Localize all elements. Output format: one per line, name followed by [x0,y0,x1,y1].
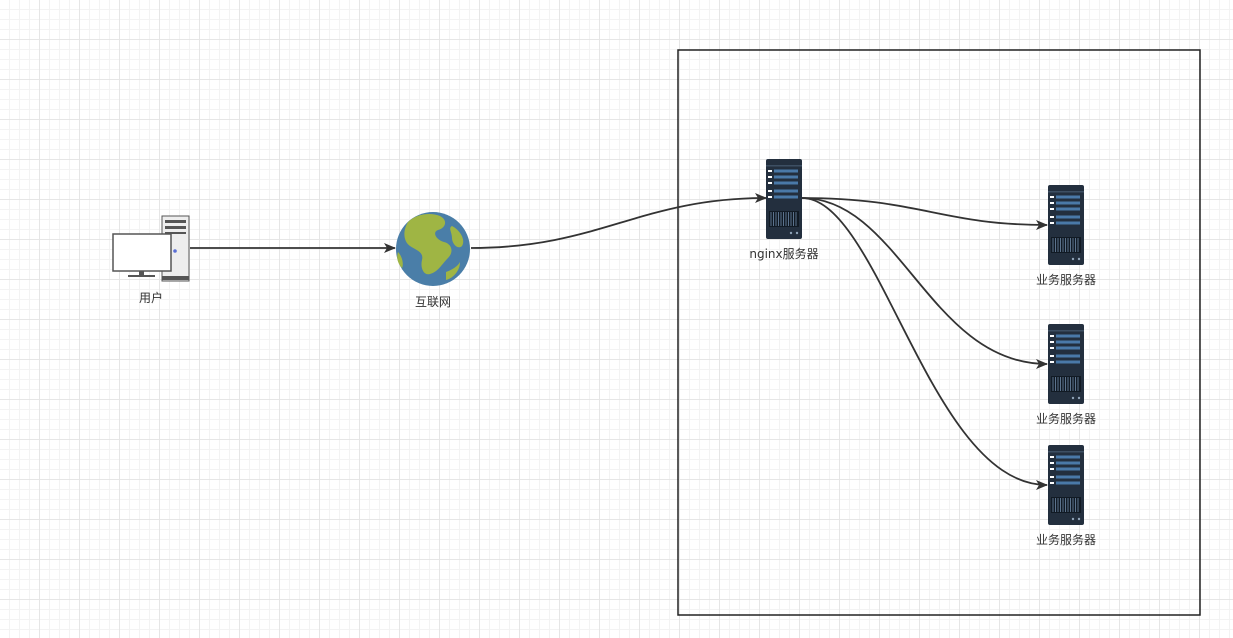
business-server-1-label: 业务服务器 [1036,272,1096,287]
edge-nginx-to-business-3[interactable] [801,197,1048,490]
business-server-3-label: 业务服务器 [1036,532,1096,547]
node-nginx[interactable]: nginx服务器 [749,159,819,261]
user-label: 用户 [139,290,163,305]
edge-nginx-to-business-1[interactable] [801,197,1048,230]
node-business-server-3[interactable]: 业务服务器 [1036,445,1096,547]
globe-icon [396,212,470,286]
server-icon [766,159,802,239]
node-user[interactable]: 用户 [112,215,190,305]
edge-nginx-to-business-2[interactable] [801,197,1048,369]
server-icon [1048,445,1084,525]
server-cluster-container[interactable] [677,49,1201,616]
node-internet[interactable]: 互联网 [396,212,470,309]
node-business-server-2[interactable]: 业务服务器 [1036,324,1096,426]
nginx-label: nginx服务器 [749,246,818,261]
edges [190,193,1048,490]
business-server-2-label: 业务服务器 [1036,411,1096,426]
internet-label: 互联网 [415,295,451,309]
server-icon [1048,324,1084,404]
node-business-server-1[interactable]: 业务服务器 [1036,185,1096,287]
server-icon [1048,185,1084,265]
desktop-computer-icon [112,215,190,282]
edge-internet-to-nginx[interactable] [470,193,767,249]
